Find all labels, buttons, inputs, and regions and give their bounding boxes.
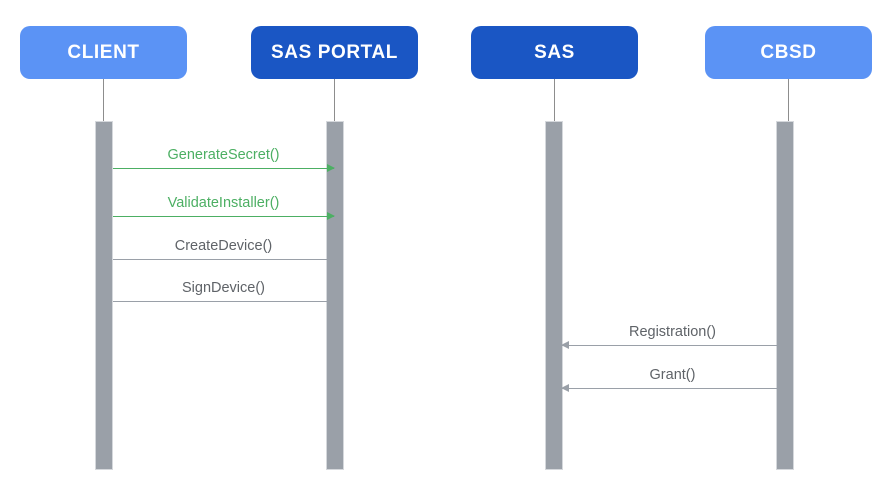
lifeline-stem-client [103,79,104,121]
arrowhead-icon-m6 [561,384,569,392]
arrowhead-icon-m3 [327,255,335,263]
message-label-m2: ValidateInstaller() [167,195,280,211]
message-line-m2 [113,216,334,217]
participant-box-cbsd[interactable]: CBSD [705,26,872,79]
arrowhead-icon-m4 [327,297,335,305]
activation-bar-sas [545,121,563,470]
message-label-m4: SignDevice() [182,280,265,296]
lifeline-stem-sas-portal [334,79,335,121]
message-line-m5 [562,345,783,346]
activation-bar-client [95,121,113,470]
participant-label-cbsd: CBSD [760,41,817,63]
message-label-m6: Grant() [649,367,696,383]
participant-label-client: CLIENT [67,41,140,63]
activation-bar-sas-portal [326,121,344,470]
participant-label-sas-portal: SAS PORTAL [270,41,399,63]
activation-bar-cbsd [776,121,794,470]
message-label-m1: GenerateSecret() [167,147,280,163]
arrowhead-icon-m2 [327,212,335,220]
participant-box-sas[interactable]: SAS [471,26,638,79]
message-label-m3: CreateDevice() [174,238,273,254]
message-line-m3 [113,259,334,260]
arrowhead-icon-m1 [327,164,335,172]
message-line-m1 [113,168,334,169]
lifeline-stem-cbsd [788,79,789,121]
participant-box-client[interactable]: CLIENT [20,26,187,79]
message-label-m5: Registration() [628,324,717,340]
lifeline-stem-sas [554,79,555,121]
message-line-m6 [562,388,783,389]
participant-label-sas: SAS [534,41,575,63]
arrowhead-icon-m5 [561,341,569,349]
message-line-m4 [113,301,334,302]
participant-box-sas-portal[interactable]: SAS PORTAL [251,26,418,79]
